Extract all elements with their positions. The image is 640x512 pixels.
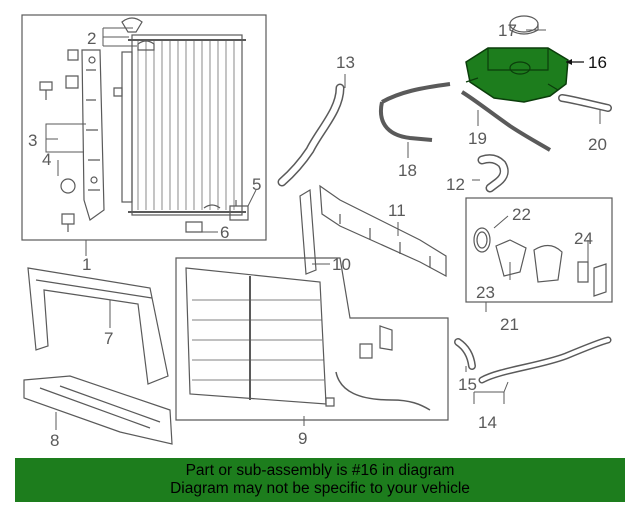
radiator-bracket (81, 49, 105, 221)
callout-4: 4 (42, 150, 51, 169)
callout-5: 5 (252, 175, 261, 194)
callout-10: 10 (332, 255, 351, 274)
radiator-group-box (21, 14, 267, 241)
callout-15: 15 (458, 375, 477, 394)
air-deflector-8 (23, 375, 173, 445)
callout-labels: 1 2 3 4 5 6 7 8 9 10 11 12 13 14 15 16 1… (28, 21, 607, 450)
callout-22: 22 (512, 205, 531, 224)
radiator-fasteners (39, 17, 155, 232)
callout-8: 8 (50, 431, 59, 450)
callout-6: 6 (220, 223, 229, 242)
callout-7: 7 (104, 329, 113, 348)
callout-21: 21 (500, 315, 519, 334)
callout-3: 3 (28, 131, 37, 150)
shutter-assembly (185, 267, 327, 405)
radiator-frame-7 (27, 267, 169, 385)
thermostat-parts (473, 227, 607, 297)
callout-17: 17 (498, 21, 517, 40)
callout-13: 13 (336, 53, 355, 72)
upper-support-11 (319, 184, 447, 278)
hose-18 (379, 82, 451, 142)
callout-1: 1 (82, 255, 91, 274)
part-5-6-fittings (185, 200, 249, 233)
coolant-reservoir-16 (465, 47, 569, 103)
banner-line-2: Diagram may not be specific to your vehi… (170, 480, 470, 497)
callout-19: 19 (468, 129, 487, 148)
callout-12: 12 (446, 175, 465, 194)
callout-24: 24 (574, 229, 593, 248)
thermostat-group-box (465, 197, 613, 303)
callout-20: 20 (588, 135, 607, 154)
side-bracket-10 (299, 188, 317, 275)
part-notice-banner: Part or sub-assembly is #16 in diagram D… (15, 458, 625, 502)
callout-16: 16 (588, 53, 607, 72)
shutter-group-box (175, 257, 449, 421)
banner-line-1: Part or sub-assembly is #16 in diagram (185, 462, 455, 479)
callout-11: 11 (388, 201, 406, 220)
callout-14: 14 (478, 413, 497, 432)
leader-lines (45, 27, 601, 430)
callout-18: 18 (398, 161, 417, 180)
radiator (121, 34, 246, 216)
shutter-actuator-harness (325, 325, 431, 411)
callout-23: 23 (476, 283, 495, 302)
coolant-pipe-14 (478, 336, 612, 384)
upper-hose (277, 83, 345, 187)
callout-9: 9 (298, 429, 307, 448)
callout-2: 2 (87, 29, 96, 48)
hose-19 (460, 90, 552, 152)
